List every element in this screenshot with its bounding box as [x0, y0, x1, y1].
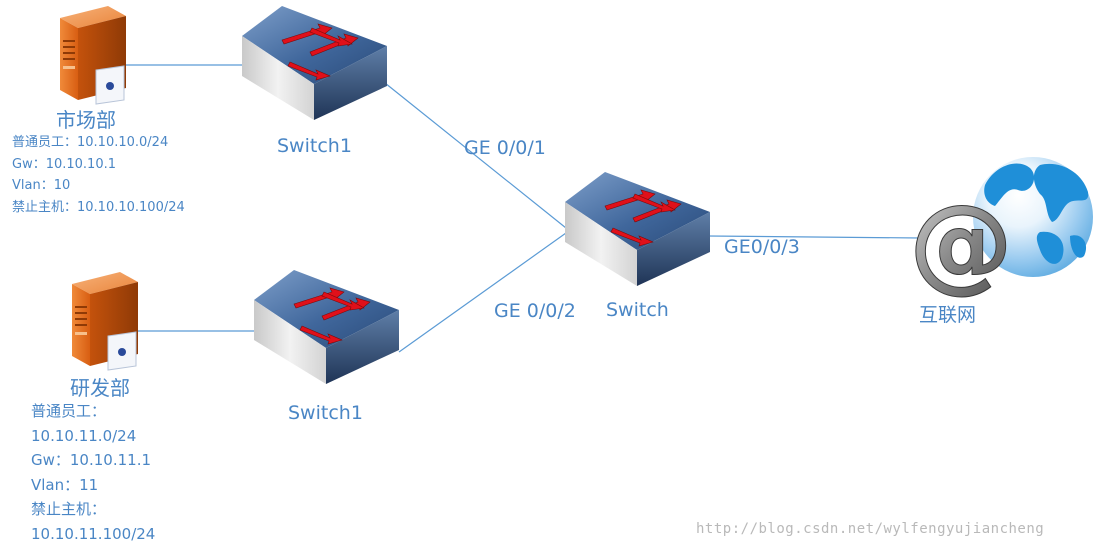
core-switch-label: Switch: [606, 299, 669, 321]
globe-icon: [973, 157, 1093, 277]
department-name-bottom: 研发部: [70, 376, 130, 400]
info-line: 10.10.11.0/24: [31, 426, 137, 445]
info-line: 禁止主机：: [31, 500, 107, 518]
switch-icon: [242, 6, 387, 120]
info-line: Vlan：10: [12, 178, 71, 193]
info-line: Gw：10.10.11.1: [31, 451, 152, 469]
info-line: Gw：10.10.10.1: [12, 156, 117, 172]
port-label-top: GE 0/0/1: [464, 137, 546, 159]
switch-label-bottom: Switch1: [288, 402, 363, 424]
link-core-internet: [707, 235, 921, 239]
watermark: http://blog.csdn.net/wylfengyujiancheng: [696, 521, 1045, 537]
info-line: 10.10.11.100/24: [31, 524, 156, 543]
port-label-internet: GE0/0/3: [724, 236, 800, 258]
server-icon: [72, 272, 138, 371]
info-line: 普通员工：10.10.10.0/24: [12, 135, 169, 150]
server-icon: [60, 6, 126, 105]
internet-label: 互联网: [919, 304, 977, 326]
info-line: 禁止主机：10.10.10.100/24: [12, 199, 185, 215]
link-switch1-top-core: [384, 82, 567, 229]
info-block-bottom: 普通员工： 10.10.11.0/24 Gw：10.10.11.1 Vlan：1…: [31, 399, 155, 546]
switch-label-top: Switch1: [277, 135, 352, 157]
svg-text:@: @: [909, 182, 1013, 304]
link-switch1-bottom-core: [398, 232, 567, 353]
info-line: Vlan：11: [31, 475, 99, 494]
at-sign-icon: @: [909, 182, 1014, 305]
info-block-top: 普通员工：10.10.10.0/24 Gw：10.10.10.1 Vlan：10…: [12, 132, 185, 218]
port-label-bottom: GE 0/0/2: [494, 300, 576, 322]
department-name-top: 市场部: [56, 108, 116, 132]
info-line: 普通员工：: [31, 402, 107, 420]
